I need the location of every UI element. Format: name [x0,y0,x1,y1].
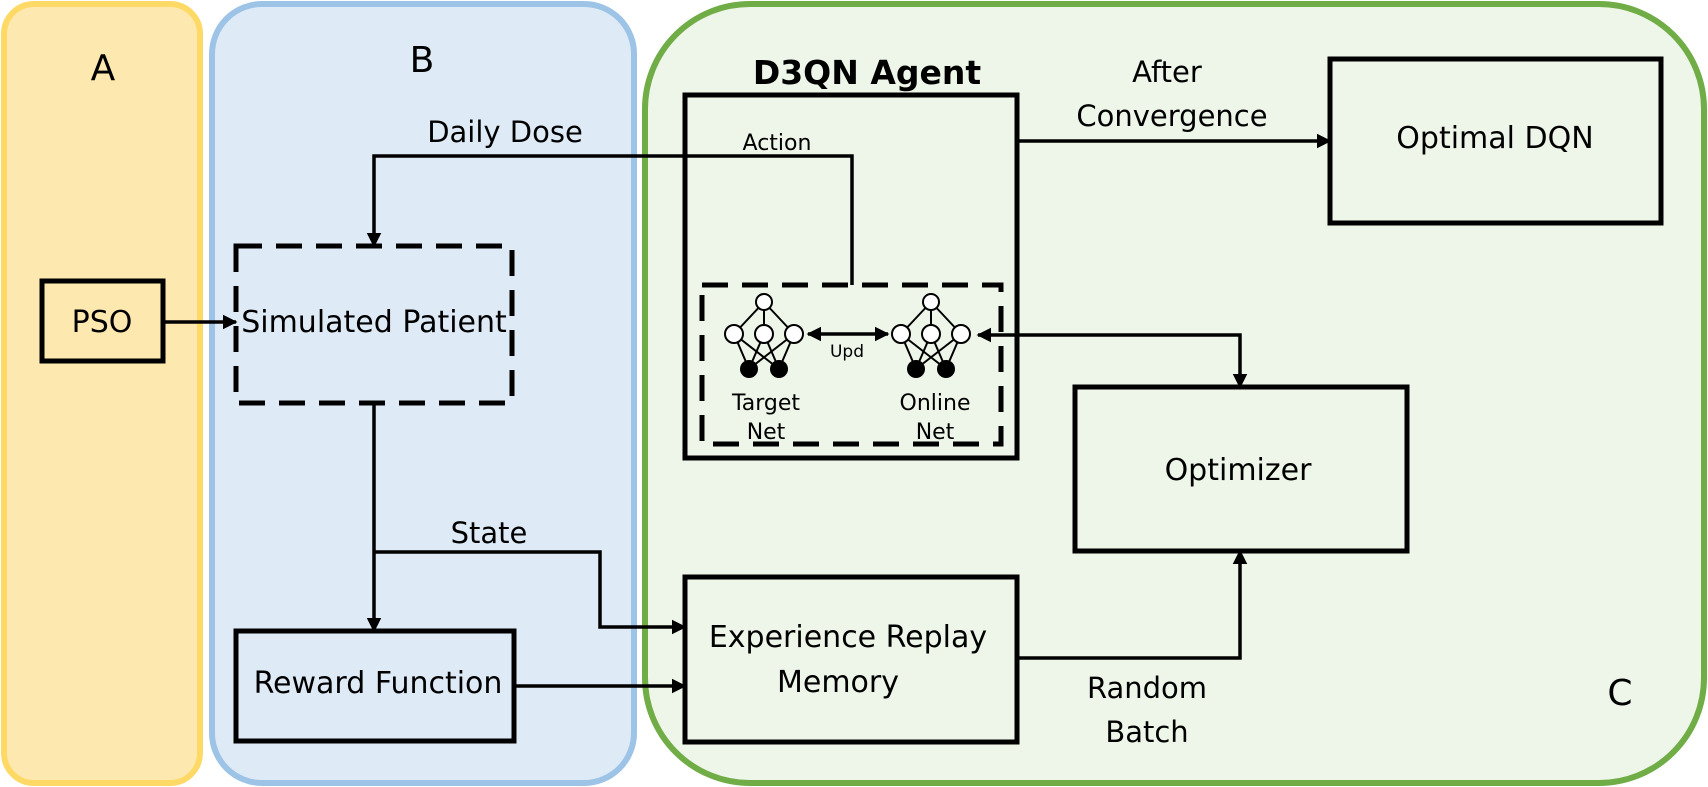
reward-function-label: Reward Function [254,666,503,701]
region-a-label: A [91,48,116,89]
upd-label: Upd [830,342,864,362]
random-batch-label-line2: Batch [1105,715,1188,749]
nn-node [907,360,925,378]
state-arrow [374,550,687,635]
nn-node [724,324,744,344]
online-net-label-line2: Net [916,420,955,445]
region-c-label: C [1607,673,1632,714]
region-a [1,1,203,786]
neural-network-icon [724,293,804,378]
region-c [642,1,1707,786]
random-batch-label-line1: Random [1087,671,1207,705]
simulated-patient-label: Simulated Patient [241,305,507,340]
neural-network-icon [891,293,971,378]
nn-node [951,324,971,344]
optimizer-label: Optimizer [1165,453,1313,488]
optimal-dqn-label: Optimal DQN [1396,121,1593,156]
target-net-label-line2: Net [747,420,786,445]
region-b-label: B [410,40,435,81]
daily-dose-label: Daily Dose [427,115,583,149]
d3qn-agent-box [682,92,1020,461]
nn-node [921,324,941,344]
nn-node [922,293,940,311]
pso-box [39,278,166,364]
nn-node [937,360,955,378]
memory-to-optimizer-arrow [1017,549,1248,660]
experience-replay-label-line2: Memory [777,665,899,700]
online-net-label-line1: Online [900,391,971,416]
region-b [209,1,637,786]
after-convergence-label-line2: Convergence [1076,99,1267,133]
target-net-label-line1: Target [731,391,800,416]
pso-label: PSO [72,305,133,340]
experience-replay-label-line1: Experience Replay [709,620,987,655]
online-net-optimizer-arrow [976,327,1248,389]
nn-node [755,293,773,311]
nn-node [784,324,804,344]
nn-node [770,360,788,378]
nn-node [891,324,911,344]
state-label: State [451,516,528,550]
nn-node [754,324,774,344]
nn-node [740,360,758,378]
d3qn-agent-title: D3QN Agent [753,53,982,92]
action-label: Action [743,131,812,156]
action-arrow [366,154,854,285]
after-convergence-label-line1: After [1132,55,1202,89]
